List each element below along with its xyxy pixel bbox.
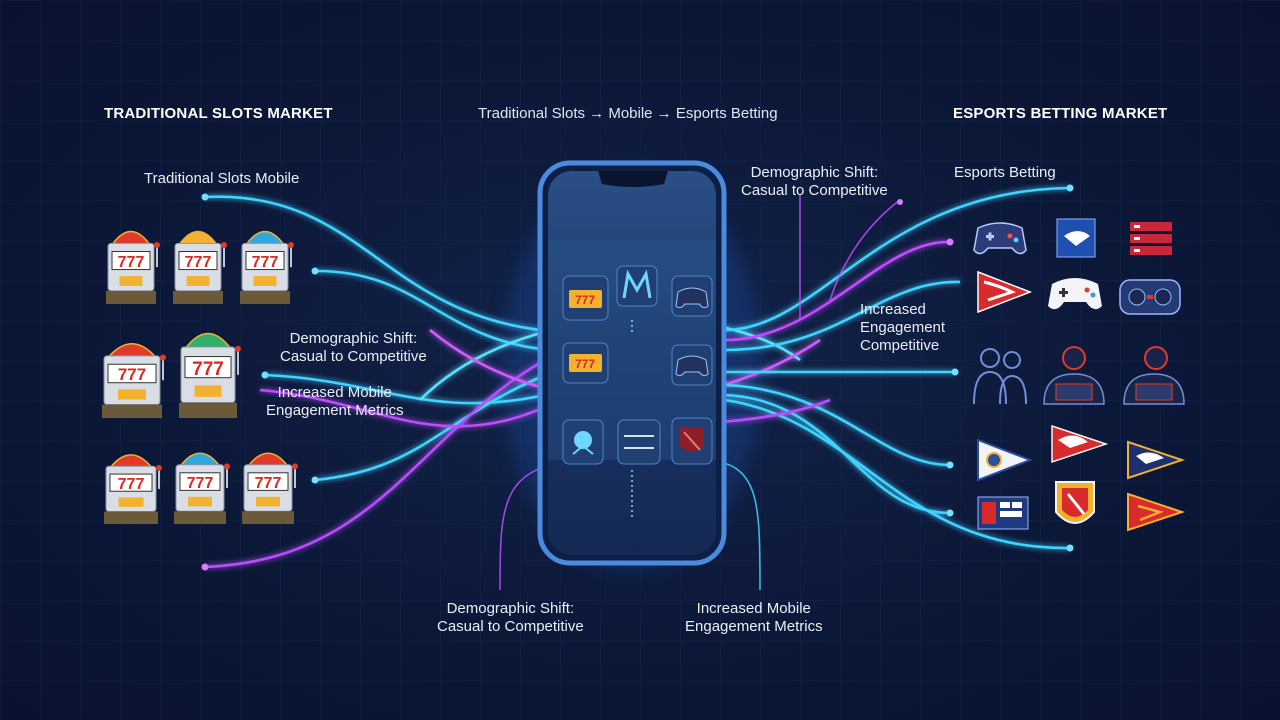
slot-app-icon: 777 <box>562 342 609 384</box>
flow-line <box>259 388 561 428</box>
white-gamepad-icon <box>1048 278 1102 310</box>
flow-line <box>204 358 546 569</box>
slot-machine-icon: 777 <box>173 230 227 304</box>
flow-endpoints <box>201 184 1074 571</box>
flow-line <box>724 280 961 352</box>
flow-summary-header: Traditional Slots → Mobile → Esports Bet… <box>478 105 778 122</box>
slot-machine-icon: 777 <box>104 454 162 524</box>
flow-line <box>724 240 951 342</box>
label-line: Increased <box>860 301 926 318</box>
controller-app-icon <box>671 344 713 386</box>
esports-icons <box>973 218 1186 532</box>
left-market-header: TRADITIONAL SLOTS MARKET <box>104 105 333 122</box>
label-line: Casual to Competitive <box>741 182 888 199</box>
svg-text:777: 777 <box>118 254 145 271</box>
svg-text:777: 777 <box>185 254 212 271</box>
phone-app-grid: 777 777 <box>562 265 713 465</box>
engagement-right-label: Increased Engagement Competitive <box>860 301 945 355</box>
gamer-headset-icon <box>1123 346 1185 405</box>
right-market-header: ESPORTS BETTING MARKET <box>953 105 1168 122</box>
equals-app-icon <box>617 419 661 465</box>
gamer-headset-icon <box>1043 346 1105 405</box>
slot-machine-icon: 777 <box>102 343 166 418</box>
demographic-shift-left-label: Demographic Shift: Casual to Competitive <box>280 330 427 366</box>
flow-line <box>724 186 1071 332</box>
m-logo-app-icon <box>616 265 658 307</box>
label-line: Demographic Shift: <box>750 164 879 181</box>
label-line: Engagement Metrics <box>266 402 404 419</box>
rocket-app-icon <box>562 419 604 465</box>
label-line: Increased Mobile <box>696 600 811 617</box>
label-line: Increased Mobile <box>277 384 392 401</box>
demographic-shift-bottom-label: Demographic Shift: Casual to Competitive <box>437 600 584 636</box>
engagement-left-label: Increased Mobile Engagement Metrics <box>266 384 404 420</box>
pennant-icon <box>977 438 1033 482</box>
slots-mobile-label: Traditional Slots Mobile <box>144 170 300 187</box>
flow-line <box>264 373 546 405</box>
flow-line <box>204 195 541 332</box>
slot-machines: 777 777 777 777 777 777 777 777 <box>102 230 298 524</box>
slot-machine-icon: 777 <box>106 230 160 304</box>
svg-text:777: 777 <box>118 476 145 493</box>
svg-text:777: 777 <box>575 293 595 307</box>
svg-text:777: 777 <box>575 357 595 371</box>
slot-machine-icon: 777 <box>242 452 298 524</box>
esports-betting-label: Esports Betting <box>954 164 1056 181</box>
vr-headset-icon <box>1119 279 1181 315</box>
wing-pennant-icon <box>1127 440 1186 480</box>
label-line: Engagement <box>860 319 946 336</box>
label-line: Demographic Shift: <box>289 330 418 347</box>
wing-banner-icon <box>1056 218 1096 258</box>
slot-machine-icon: 777 <box>179 332 241 418</box>
label-line: Engagement Metrics <box>685 618 823 635</box>
label-line: Casual to Competitive <box>437 618 584 635</box>
engagement-bottom-label: Increased Mobile Engagement Metrics <box>685 600 823 636</box>
shield-app-icon <box>671 417 713 465</box>
svg-text:777: 777 <box>252 254 279 271</box>
gamers-icon <box>973 348 1027 405</box>
svg-text:777: 777 <box>187 475 214 492</box>
demographic-shift-top-label: Demographic Shift: Casual to Competitive <box>741 164 888 200</box>
flow-line <box>314 373 546 482</box>
pennant-icon <box>1127 492 1186 532</box>
gamepad-icon <box>973 222 1027 255</box>
slot-app-icon: 777 <box>562 275 609 321</box>
svg-text:777: 777 <box>255 475 282 492</box>
slot-machine-icon: 777 <box>240 230 294 304</box>
pennant-icon <box>977 270 1033 314</box>
controller-app-icon <box>671 275 713 317</box>
label-line: Demographic Shift: <box>446 600 575 617</box>
scoreboard-icon <box>977 496 1029 530</box>
shield-crest-icon <box>1055 481 1095 524</box>
slot-machine-icon: 777 <box>174 452 230 524</box>
label-line: Competitive <box>860 337 940 354</box>
label-line: Casual to Competitive <box>280 348 427 365</box>
server-rack-icon <box>1130 222 1172 255</box>
svg-text:777: 777 <box>118 365 146 384</box>
flow-line <box>724 383 951 467</box>
svg-text:777: 777 <box>192 359 224 380</box>
wing-pennant-icon <box>1051 424 1109 464</box>
